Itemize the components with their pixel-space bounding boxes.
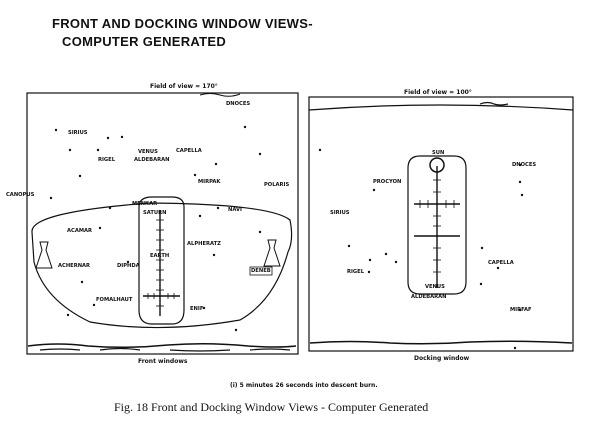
front-window-panel (26, 92, 299, 355)
star-dots (49, 125, 524, 350)
star-label: MIRPAK (198, 179, 221, 185)
front-window-label: Front windows (138, 358, 188, 365)
star-label: ALPHERATZ (187, 241, 221, 247)
star-label: CAPELLA (176, 148, 202, 154)
star-label: SATURN (143, 210, 166, 216)
star-label: DIPHDA (117, 263, 140, 269)
star-label: EARTH (150, 253, 169, 259)
docking-window-panel (308, 96, 574, 352)
star-label: ALDEBARAN (411, 294, 447, 300)
star-label: SIRIUS (330, 210, 350, 216)
star-label: DNOCES (226, 101, 250, 107)
front-fov-label: Field of view = 170° (150, 83, 218, 90)
star-label: ACHERNAR (58, 263, 90, 269)
star-label: FOMALHAUT (96, 297, 133, 303)
right-thruster-icon (263, 239, 281, 267)
star-label: RIGEL (98, 157, 116, 163)
star-label: CAPELLA (488, 260, 514, 266)
figure-title-line-1: FRONT AND DOCKING WINDOW VIEWS- (52, 16, 313, 31)
star-label: ENIF (190, 306, 204, 312)
timing-note: (i) 5 minutes 26 seconds into descent bu… (230, 382, 378, 389)
star-label: ALDEBARAN (134, 157, 170, 163)
star-label: POLARIS (264, 182, 289, 188)
docking-fov-label: Field of view = 100° (404, 89, 472, 96)
star-label: RIGEL (347, 269, 365, 275)
star-label: DNOCES (512, 162, 536, 168)
star-label: ACAMAR (67, 228, 92, 234)
docking-window-label: Docking window (414, 355, 470, 362)
star-label: SUN (432, 150, 444, 156)
star-label: VENUS (425, 284, 445, 290)
star-label: CANOPUS (6, 192, 35, 198)
star-label: PROCYON (373, 179, 401, 185)
star-label: DENEB (251, 268, 271, 274)
star-label: VENUS (138, 149, 158, 155)
figure-caption: Fig. 18 Front and Docking Window Views -… (114, 400, 429, 414)
left-thruster-icon (35, 241, 53, 269)
sun-icon (429, 157, 445, 173)
figure-title-line-2: COMPUTER GENERATED (62, 34, 227, 49)
star-label: MENKAR (132, 201, 157, 207)
star-label: MIRFAF (510, 307, 532, 313)
star-label: NAVI (228, 207, 242, 213)
star-label: SIRIUS (68, 130, 88, 136)
